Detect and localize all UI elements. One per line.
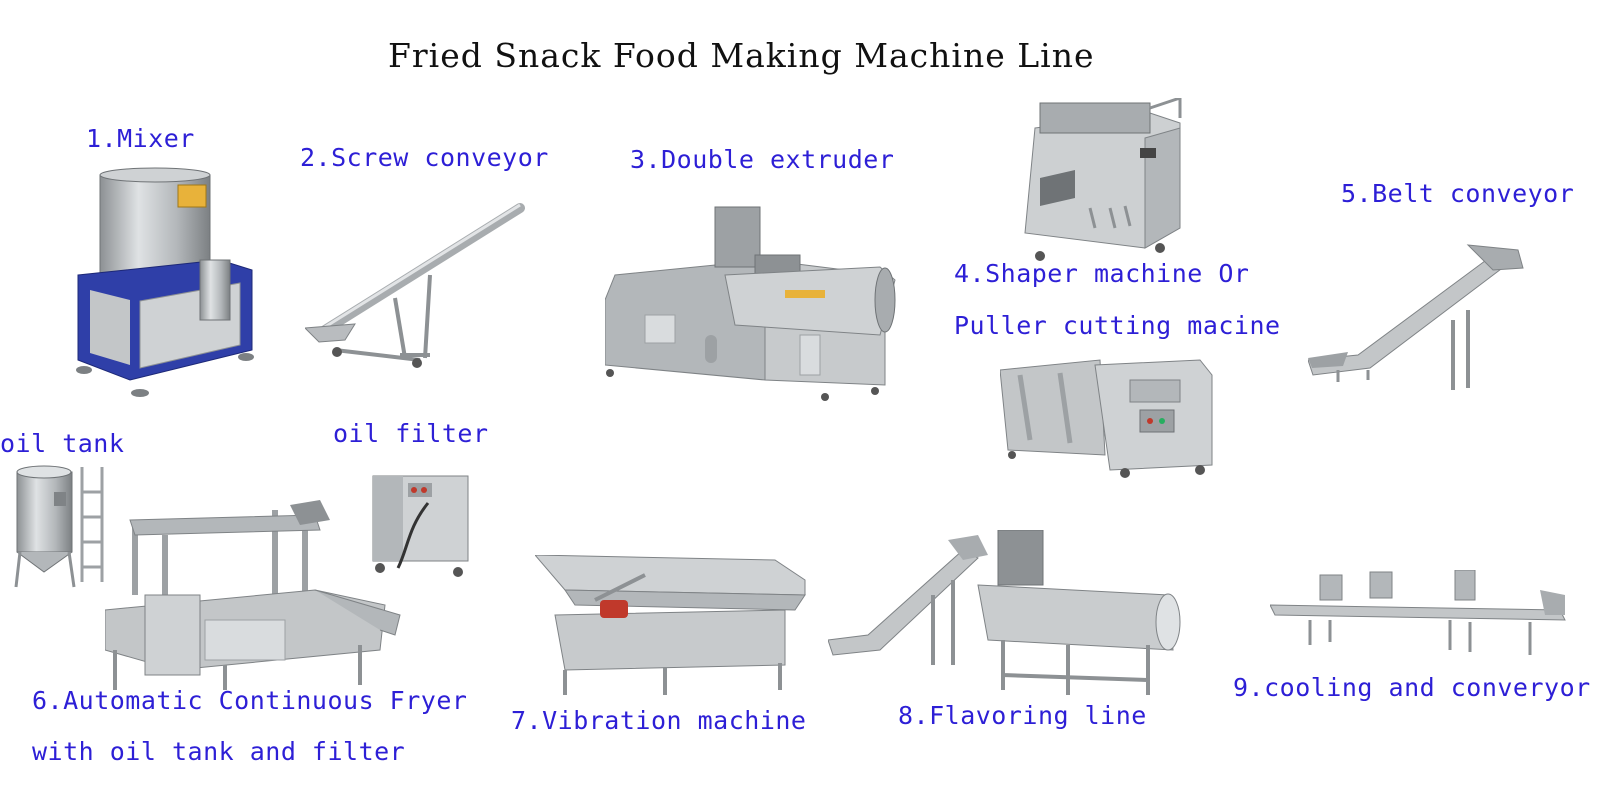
shaper-machine-icon (1020, 98, 1185, 270)
cooling-conveyor-icon (1270, 570, 1570, 670)
page-title: Fried Snack Food Making Machine Line (388, 36, 1095, 75)
double-extruder-icon (605, 205, 905, 415)
flavoring-line-icon (828, 530, 1203, 705)
belt-conveyor-icon (1308, 240, 1528, 400)
oil-filter-icon (368, 468, 478, 583)
oil-tank-icon (12, 462, 112, 592)
mixer-icon (70, 165, 260, 405)
step-5-label: 5.Belt conveyor (1341, 179, 1575, 208)
step-1-label: 1.Mixer (86, 124, 195, 153)
screw-conveyor-icon (305, 200, 535, 375)
step-7-label: 7.Vibration machine (511, 706, 807, 735)
step-6-label-line2: with oil tank and filter (32, 737, 406, 766)
step-8-label: 8.Flavoring line (898, 701, 1147, 730)
step-4-label-line2: Puller cutting macine (954, 311, 1281, 340)
continuous-fryer-icon (105, 500, 405, 695)
vibration-machine-icon (535, 555, 810, 700)
step-2-label: 2.Screw conveyor (300, 143, 549, 172)
oil-tank-label: oil tank (0, 429, 125, 458)
puller-cutting-machine-icon (1000, 355, 1215, 480)
step-3-label: 3.Double extruder (630, 145, 895, 174)
step-6-label-line1: 6.Automatic Continuous Fryer (32, 686, 468, 715)
oil-filter-label: oil filter (333, 419, 489, 448)
step-9-label: 9.cooling and converyor (1233, 673, 1591, 702)
step-4-label-line1: 4.Shaper machine Or (954, 259, 1250, 288)
